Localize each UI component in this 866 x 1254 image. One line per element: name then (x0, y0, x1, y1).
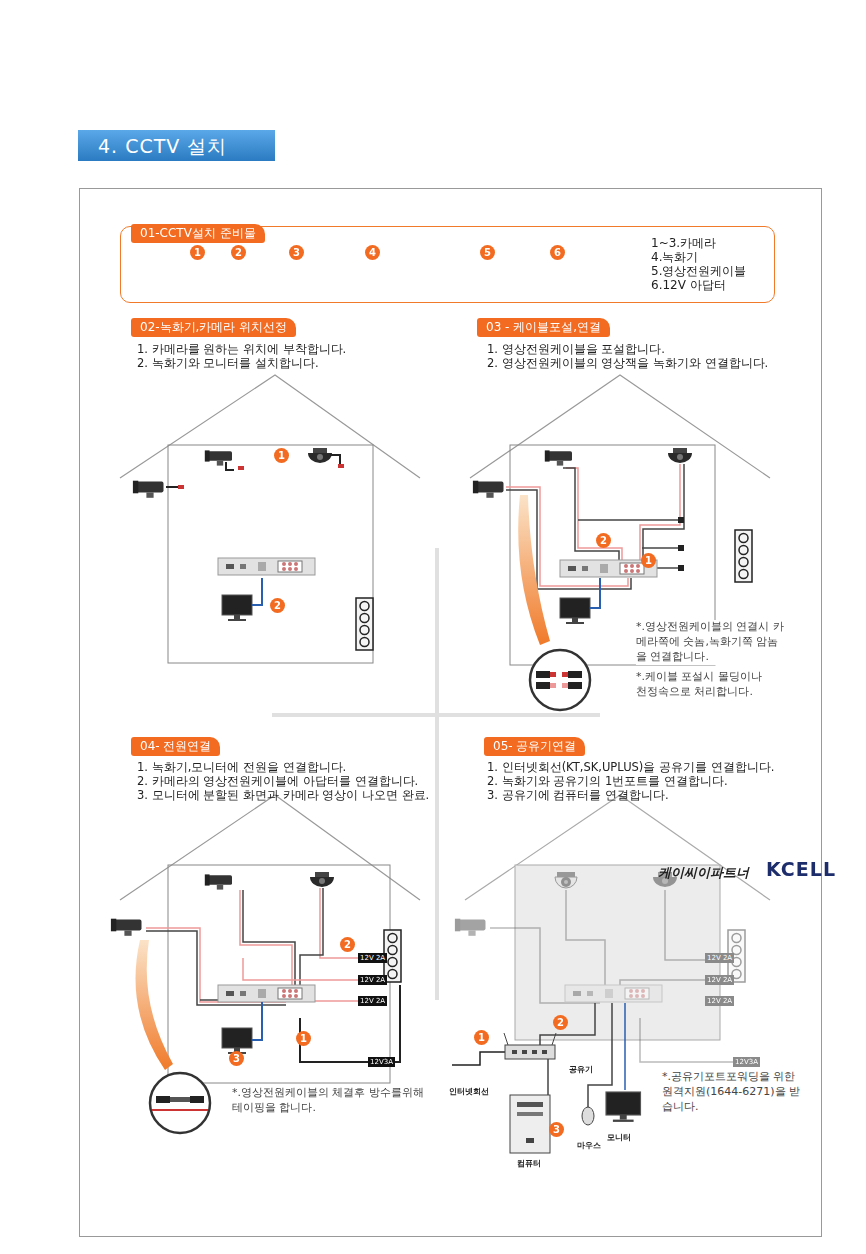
node-text: 4. CCTV 설치 (98, 135, 227, 157)
adapter-label: 12V 2A (358, 975, 387, 985)
supplies-box: 01-CCTV설치 준비물 1~3.카메라4.녹화기5.영상전원케이블6.12V … (120, 226, 775, 303)
callout-number: 1 (190, 245, 205, 260)
adapter-label: 12V 2A (705, 953, 734, 963)
note-text: *.케이블 포설시 몰딩이나 천정속으로 처리합니다. (636, 670, 766, 700)
callout-number: 2 (231, 245, 246, 260)
note-text: *.영상전원케이블의 연결시 카메라쪽에 숫놈,녹화기쪽 암놈을 연결합니다. (636, 620, 786, 665)
instruction-text: 2. 영상전원케이블의 영상잭을 녹화기와 연결합니다. (487, 356, 768, 371)
supply-item: 1~3.카메라 (651, 235, 716, 252)
callout-number: 1 (296, 1031, 311, 1046)
instruction-text: 3. 모니터에 분할된 화면과 카메라 영상이 나오면 완료. (137, 788, 429, 803)
part-name: 마우스 (576, 1140, 602, 1151)
part-name: 모니터 (606, 1132, 632, 1143)
adapter-label: 12V 2A (705, 996, 734, 1006)
callout-number: 2 (553, 1015, 568, 1030)
supply-item: 5.영상전원케이블 (651, 263, 746, 280)
step-tab: 05- 공유기연결 (484, 737, 585, 756)
title-band: 4. CCTV 설치 (78, 130, 275, 161)
callout-number: 1 (274, 448, 289, 463)
node-text: 03 - 케이블포설,연결 (486, 320, 601, 334)
step-tab: 03 - 케이블포설,연결 (477, 318, 610, 337)
instruction-text: 2. 카메라의 영상전원케이블에 아답터를 연결합니다. (137, 774, 418, 789)
callout-number: 3 (229, 1051, 244, 1066)
note-text: *.영상전원케이블의 체결후 방수를위해 테이핑을 합니다. (232, 1086, 432, 1116)
step-tab: 02-녹화기,카메라 위치선정 (131, 318, 296, 337)
callout-number: 4 (365, 245, 380, 260)
part-name: 공유기 (568, 1064, 594, 1075)
callout-number: 2 (596, 533, 611, 548)
brand-logo: KCELL (766, 858, 836, 880)
instruction-text: 2. 녹화기와 모니터를 설치합니다. (137, 356, 319, 371)
callout-number: 2 (340, 937, 355, 952)
instruction-text: 1. 인터넷회선(KT,SK,UPLUS)을 공유기를 연결합니다. (487, 760, 774, 775)
callout-number: 3 (549, 1122, 564, 1137)
instruction-text: 2. 녹화기와 공유기의 1번포트를 연결합니다. (487, 774, 728, 789)
node-text: 05- 공유기연결 (493, 739, 576, 753)
adapter-label: 12V 2A (358, 953, 387, 963)
adapter-label: 12V3A (368, 1057, 395, 1067)
callout-number: 6 (550, 245, 565, 260)
step-tab: 04- 전원연결 (131, 737, 220, 756)
part-name: 컴퓨터 (516, 1158, 542, 1169)
supply-item: 6.12V 아답터 (651, 277, 726, 294)
section-header: 01-CCTV설치 준비물 (131, 224, 265, 243)
instruction-text: 3. 공유기에 컴퓨터를 연결합니다. (487, 788, 669, 803)
part-name: 인터넷회선 (448, 1086, 490, 1097)
callout-number: 5 (480, 245, 495, 260)
callout-number: 1 (641, 553, 656, 568)
adapter-label: 12V 2A (358, 996, 387, 1006)
note-text: *.공유기포트포워딩을 위한 원격지원(1644-6271)을 받습니다. (662, 1070, 802, 1115)
callout-number: 2 (270, 598, 285, 613)
adapter-label: 12V 2A (705, 975, 734, 985)
adapter-label: 12V3A (733, 1057, 760, 1067)
instruction-text: 1. 영상전원케이블을 포설합니다. (487, 342, 665, 357)
node-text: 04- 전원연결 (140, 739, 211, 753)
instruction-text: 1. 녹화기,모니터에 전원을 연결합니다. (137, 760, 346, 775)
instruction-text: 1. 카메라를 원하는 위치에 부착합니다. (137, 342, 346, 357)
brand-name: 케이씨이파트너 (658, 864, 749, 882)
callout-number: 1 (474, 1030, 489, 1045)
node-text: 02-녹화기,카메라 위치선정 (140, 320, 287, 334)
supply-item: 4.녹화기 (651, 249, 698, 266)
callout-number: 3 (289, 245, 304, 260)
